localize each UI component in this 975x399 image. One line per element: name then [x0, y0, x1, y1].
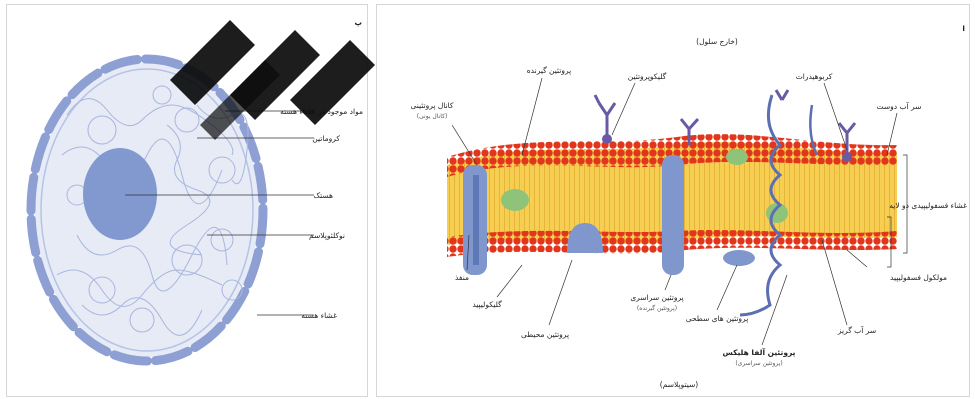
label-chromatin: کروماتین: [312, 134, 340, 143]
transmembrane-protein: [662, 155, 684, 275]
nucleus-diagram-panel: پ مواد موجود در غشاء هسته کروماتین هستک …: [6, 4, 368, 397]
label-nuclear-membrane: غشاء هسته: [301, 311, 337, 320]
label-hydrophilic-head: سر آب دوست: [877, 101, 922, 111]
label-receptor-protein: پروتئین گیرنده: [527, 66, 571, 75]
label-nucleoplasm: نوکلئوپلاسم: [309, 231, 345, 240]
label-protein-channel: کانال پروتئینی: [410, 101, 453, 110]
label-peripheral-protein: پروتئین محیطی: [521, 330, 569, 339]
label-nucleolus: هستک: [313, 191, 333, 200]
label-transmembrane-protein: پروتئین سراسری: [630, 293, 683, 302]
label-glycoprotein: گلیکوپروتئین: [628, 72, 667, 81]
membrane-diagram-panel: (خارج سلول) (سیتوپلاسم) ا: [376, 4, 970, 397]
membrane-diagram: (خارج سلول) (سیتوپلاسم) ا: [377, 5, 971, 398]
corner-mark-left: پ: [354, 18, 362, 27]
nucleolus: [83, 148, 157, 240]
green-protein-2: [726, 149, 748, 165]
label-alpha-helix-protein: پروتئین آلفا هلیکس: [723, 347, 796, 357]
label-hydrophobic-tail: سر آب گریز: [837, 325, 876, 335]
caption-cytoplasm: (سیتوپلاسم): [660, 380, 698, 389]
label-carbohydrates: کربوهیدرات: [796, 72, 833, 81]
label-phospholipid-molecule: مولکول فسفولیپید: [890, 273, 947, 282]
label-transmembrane-protein-sub: (پروتئین گیرنده): [637, 304, 677, 312]
nucleus-diagram: پ مواد موجود در غشاء هسته کروماتین هستک …: [7, 5, 369, 398]
label-surface-protein: پروتئین های سطحی: [686, 314, 749, 323]
green-protein-1: [501, 189, 529, 211]
surface-protein: [723, 250, 755, 266]
label-phospholipid-bilayer: غشاء فسفولیپیدی دو لایه: [889, 201, 967, 210]
label-pore: منفذ: [455, 273, 469, 282]
corner-mark-right: ا: [962, 24, 965, 33]
caption-outside-cell: (خارج سلول): [696, 37, 738, 46]
label-alpha-helix-protein-sub: (پروتئین سراسری): [735, 360, 782, 367]
label-glycolipid: گلیکولیپید: [472, 300, 502, 309]
label-nuclear-pore-molecules: مواد موجود در غشاء هسته: [280, 107, 363, 116]
label-protein-channel-sub: (کانال یونی): [417, 113, 448, 120]
